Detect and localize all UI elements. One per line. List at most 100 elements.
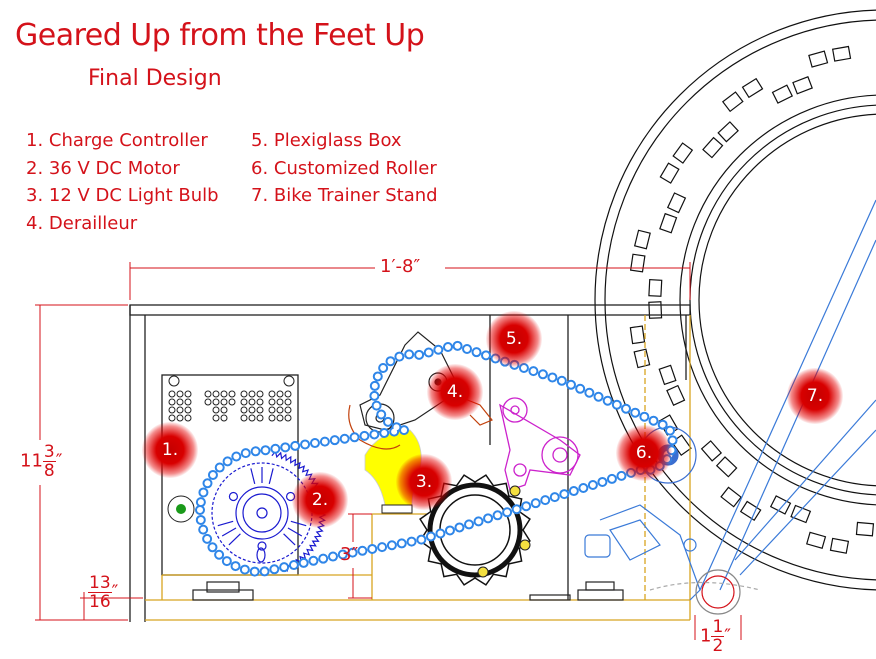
vent-hole — [220, 414, 228, 422]
dimension-unit: ″ — [55, 450, 63, 472]
motor-fin — [283, 533, 296, 546]
motor-screw — [257, 541, 267, 551]
vent-hole — [284, 390, 292, 398]
vent-hole — [276, 398, 284, 406]
vent-hole — [168, 406, 176, 414]
tread-block — [702, 136, 724, 159]
vent-hole — [168, 414, 176, 422]
bike-trainer-stand — [584, 199, 876, 615]
vent-hole — [228, 390, 236, 398]
vent-hole — [268, 414, 276, 422]
vent-hole — [184, 398, 192, 406]
vent-hole — [248, 398, 256, 406]
vent-hole — [176, 390, 184, 398]
motor-fin — [290, 520, 307, 527]
marker-trainer-stand: 7. — [787, 368, 843, 424]
motor-fin — [250, 468, 256, 485]
marker-motor: 2. — [292, 472, 348, 528]
vent-hole — [240, 398, 248, 406]
vent-hole — [176, 414, 184, 422]
vent-hole — [212, 398, 220, 406]
dimension-width: 1′-8″ — [380, 256, 421, 277]
marker-light-bulb: 3. — [396, 454, 452, 510]
tread-block — [771, 84, 794, 104]
tread-block — [808, 50, 829, 68]
bike-tire — [594, 9, 876, 591]
dimension-whole: 11 — [20, 450, 43, 472]
vent-hole — [212, 406, 220, 414]
tread-block — [700, 440, 723, 462]
tread-block — [739, 500, 762, 522]
tread-block — [790, 504, 812, 524]
tread-block — [831, 45, 852, 62]
tread-block — [769, 495, 792, 515]
tread-block — [659, 212, 678, 234]
bike-chain — [194, 339, 678, 578]
page-subtitle: Final Design — [88, 66, 222, 91]
tread-block — [721, 91, 744, 113]
vent-hole — [248, 414, 256, 422]
vent-hole — [204, 398, 212, 406]
tread-block — [741, 77, 764, 99]
vent-hole — [240, 406, 248, 414]
vent-hole — [256, 406, 264, 414]
tread-block — [666, 384, 686, 406]
page-title: Geared Up from the Feet Up — [15, 18, 425, 53]
vent-hole — [176, 406, 184, 414]
plexiglass-box — [129, 304, 691, 622]
tread-block — [633, 229, 651, 250]
vent-hole — [248, 406, 256, 414]
tread-block — [648, 301, 663, 319]
vent-hole — [184, 390, 192, 398]
dimension-motor-height: 3″ — [340, 544, 359, 565]
legend-column-1: 1. Charge Controller 2. 36 V DC Motor 3.… — [26, 127, 219, 237]
legend-item: 2. 36 V DC Motor — [26, 157, 180, 179]
charge-controller — [167, 375, 295, 523]
motor-fin — [221, 527, 237, 537]
vent-hole — [248, 390, 256, 398]
vent-hole — [276, 406, 284, 414]
motor-fin — [228, 533, 241, 546]
vent-hole — [204, 390, 212, 398]
vent-hole — [268, 398, 276, 406]
fraction-numerator: 1 — [711, 617, 725, 637]
fraction-denominator: 8 — [43, 461, 55, 481]
fraction-denominator: 2 — [712, 636, 724, 656]
tire-treads — [629, 45, 875, 554]
motor-fin — [268, 468, 274, 485]
dimension-lines — [35, 262, 742, 640]
dimension-unit: ″ — [724, 625, 732, 647]
tread-block — [720, 486, 742, 508]
mount-feet — [192, 581, 624, 601]
vent-hole — [184, 406, 192, 414]
vent-hole — [168, 390, 176, 398]
tread-block — [648, 279, 663, 297]
vent-hole — [220, 390, 228, 398]
dimension-unit: ″ — [111, 581, 119, 603]
marker-charge-controller: 1. — [142, 422, 198, 478]
fraction-numerator: 3 — [42, 442, 56, 462]
motor-screw — [228, 491, 239, 502]
legend-column-2: 5. Plexiglass Box 6. Customized Roller 7… — [251, 127, 438, 210]
fraction-denominator: 16 — [89, 592, 111, 612]
vent-hole — [256, 398, 264, 406]
vent-hole — [284, 406, 292, 414]
vent-hole — [212, 390, 220, 398]
vent-hole — [276, 414, 284, 422]
vent-hole — [220, 398, 228, 406]
vent-hole — [212, 414, 220, 422]
vent-hole — [276, 390, 284, 398]
legend-item: 1. Charge Controller — [26, 130, 208, 151]
vent-hole — [176, 398, 184, 406]
tread-block — [629, 325, 646, 345]
vent-hole — [220, 406, 228, 414]
tread-block — [715, 456, 738, 478]
fraction-numerator: 13 — [88, 573, 112, 593]
motor-fin — [217, 520, 234, 527]
tread-block — [717, 121, 739, 143]
vent-hole — [256, 390, 264, 398]
